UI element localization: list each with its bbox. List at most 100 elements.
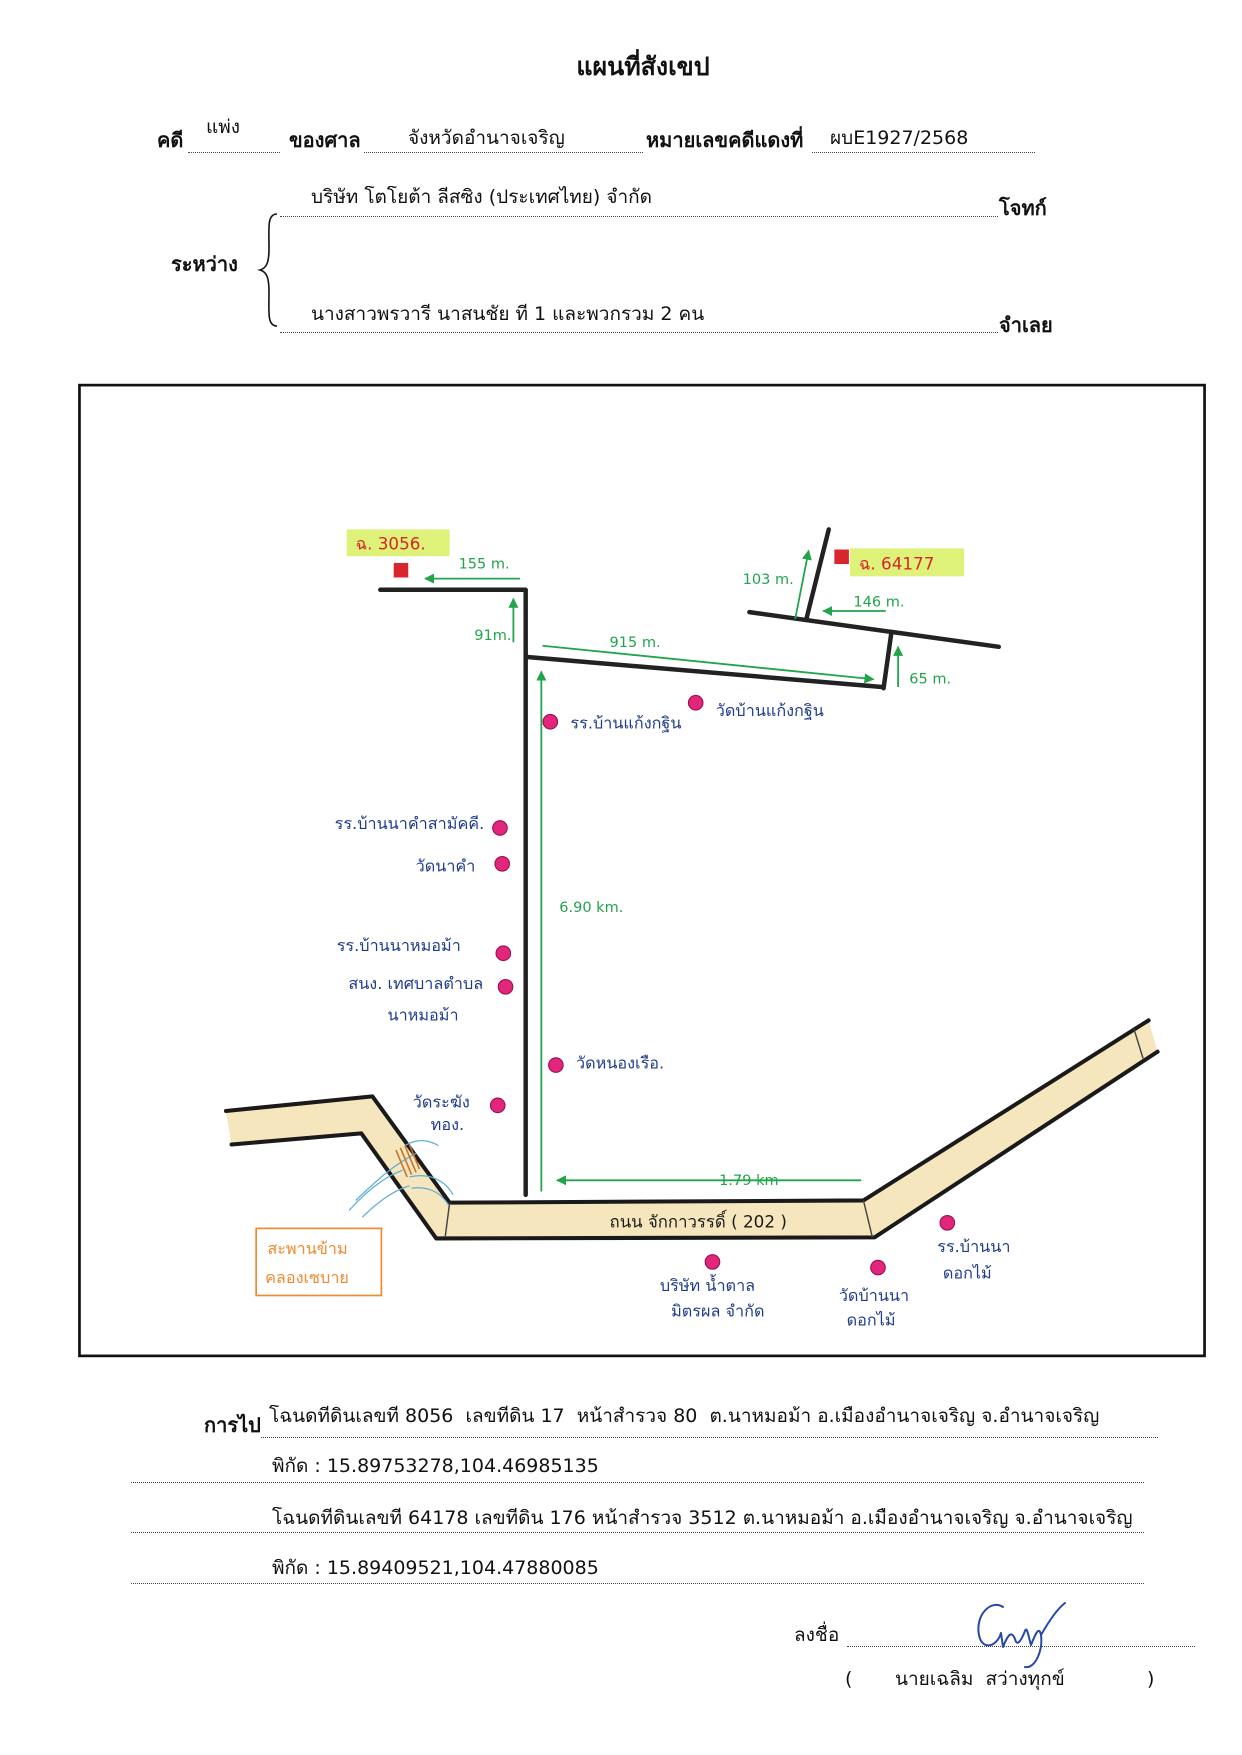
landmark-label: วัดระฆัง: [413, 1093, 470, 1112]
landmark-label: สนง. เทศบาลตำบล: [348, 974, 483, 993]
landmark-dot: [687, 694, 704, 711]
parcel-highlight: [346, 529, 450, 557]
red-case-number-field-line: [812, 152, 1035, 153]
distance-91m: 91m.: [474, 597, 519, 644]
landmark-label: ดอกไม้: [943, 1264, 992, 1283]
landmark-dot: [542, 713, 559, 730]
coordinates-1-text: พิกัด : 15.89753278,104.46985135: [272, 1455, 599, 1477]
landmark-dot: [489, 1097, 506, 1114]
bridge-label-frame: [255, 1227, 383, 1297]
distance-label: 91m.: [474, 628, 511, 644]
highway-202: ถนน จักกาวรรดิ์ ( 202 ): [223, 1018, 1160, 1241]
distance-arrow: [794, 549, 812, 620]
plaintiff-field-line: [280, 216, 998, 217]
landmark-label: รร.บ้านนาคำสามัคคี.: [335, 814, 485, 833]
document-title: แผนที่สังเขป: [576, 52, 710, 81]
distance-1-79km: 1.79 km: [555, 1173, 862, 1189]
highway-fill: [225, 1020, 1158, 1239]
distance-6-90km: 6.90 km.: [536, 670, 623, 1192]
parcel-64177-access-road: [747, 609, 1002, 650]
landmark-school-ban-na-kham: รร.บ้านนาคำสามัคคี.: [335, 814, 508, 836]
distance-103m: 103 m.: [743, 549, 812, 620]
plaintiff-label: โจทก์: [999, 196, 1047, 220]
highway-joint: [444, 1202, 451, 1238]
court-name-value: จังหวัดอำนาจเจริญ: [408, 127, 565, 149]
landmark-temple-na-kham: วัดนาคำ: [416, 855, 511, 876]
landmark-label: วัดหนองเรือ.: [576, 1053, 664, 1072]
landmark-label: ดอกไม้: [847, 1311, 896, 1330]
bridge-label-box: สะพานข้าม คลองเซบาย: [255, 1227, 383, 1297]
landmark-municipal-office: สนง. เทศบาลตำบล นาหมอม้า: [348, 974, 514, 1024]
route-1-line: [261, 1437, 1158, 1438]
case-type-field-line: [188, 152, 280, 153]
road-to-parcel-3056: [378, 587, 528, 1198]
spur-road-east: [881, 630, 894, 691]
parcel-highlight: [850, 548, 965, 577]
distance-label: 915 m.: [610, 635, 661, 651]
landmark-dot: [548, 1057, 564, 1073]
route-2-line: [131, 1532, 1144, 1533]
landmark-label: รร.บ้านนา: [937, 1237, 1010, 1256]
handwritten-signature: [977, 1602, 1066, 1669]
distance-label: 65 m.: [909, 672, 951, 688]
landmark-label: บริษัท น้ำตาล: [660, 1274, 755, 1295]
signer-name: นายเฉลิม สว่างทุกข์: [895, 1668, 1065, 1690]
distance-146m: 146 m.: [822, 595, 904, 617]
bridge-crossing: [395, 1144, 421, 1178]
signer-paren-open: (: [845, 1668, 853, 1690]
distance-label: 146 m.: [853, 595, 904, 611]
parcel-label: ฉ. 3056.: [356, 534, 426, 554]
landmark-dot: [492, 820, 508, 836]
signature-label: ลงชื่อ: [794, 1624, 840, 1646]
coordinates-2-text: พิกัด : 15.89409521,104.47880085: [272, 1557, 599, 1579]
bridge-label-line-2: คลองเซบาย: [265, 1268, 349, 1287]
landmark-temple-rakhang-thong: วัดระฆัง ทอง.: [413, 1093, 506, 1134]
highway-lower-edge: [229, 1049, 1160, 1241]
distance-915m: 915 m.: [542, 635, 875, 684]
landmark-label: นาหมอม้า: [388, 1005, 459, 1024]
landmark-school-ban-kaeng-kathin: รร.บ้านแก้งกฐิน: [542, 713, 681, 732]
defendant-label: จำเลย: [999, 313, 1053, 337]
signer-paren-close: ): [1147, 1668, 1155, 1690]
landmark-dot: [939, 1214, 956, 1231]
parcel-3056: ฉ. 3056.: [346, 529, 450, 578]
directions-label: การไป: [204, 1413, 261, 1437]
route-1-text: โฉนดที่ดินเลขที่ 8056 เลขที่ดิน 17 หน้าส…: [269, 1405, 1100, 1427]
distance-65m: 65 m.: [893, 645, 951, 688]
landmark-label: ทอง.: [431, 1115, 464, 1134]
landmark-school-ban-na-mo-ma: รร.บ้านนาหมอม้า: [337, 936, 512, 962]
coordinates-2-line: [131, 1583, 1144, 1584]
landmark-dot: [704, 1254, 721, 1270]
red-case-number-label: หมายเลขคดีแดงที่: [646, 128, 804, 152]
distance-arrow: [542, 644, 875, 684]
parcel-marker: [393, 562, 409, 578]
bridge-label-line-1: สะพานข้าม: [267, 1239, 347, 1258]
landmark-label: วัดบ้านแก้งกฐิน: [716, 701, 824, 720]
signature-line: [847, 1646, 1195, 1647]
red-case-number-value: ผบE1927/2568: [830, 127, 969, 149]
highway-joint: [862, 1200, 874, 1238]
map-frame: [78, 383, 1206, 1358]
landmark-label: วัดบ้านนา: [839, 1286, 909, 1305]
case-label: คดี: [157, 128, 184, 152]
parcel-marker: [834, 549, 849, 565]
landmark-temple-nong-ruea: วัดหนองเรือ.: [548, 1053, 664, 1073]
landmark-label: รร.บ้านแก้งกฐิน: [570, 713, 681, 732]
distance-label: 103 m.: [743, 572, 794, 588]
distance-label: 1.79 km: [719, 1173, 778, 1189]
road-to-parcel-64177: [523, 654, 886, 690]
defendant-field-line: [280, 332, 998, 333]
distance-label: 6.90 km.: [559, 900, 623, 916]
case-type-value: แพ่ง: [206, 116, 241, 138]
parcel-64177-lane: [804, 527, 832, 622]
sketch-map: ถนน จักกาวรรดิ์ ( 202 ) สะพานข้าม คลองเซ…: [78, 383, 1206, 1358]
landmark-school-ban-na-dok-mai: รร.บ้านนา ดอกไม้: [937, 1214, 1010, 1283]
distance-label: 155 m.: [459, 557, 510, 573]
landmark-label: มิตรผล จำกัด: [671, 1302, 764, 1321]
landmark-label: รร.บ้านนาหมอม้า: [337, 936, 461, 955]
landmark-dot: [494, 855, 511, 872]
distance-155m: 155 m.: [424, 557, 521, 584]
parties-brace: [257, 213, 278, 327]
highway-joint: [1133, 1029, 1144, 1059]
